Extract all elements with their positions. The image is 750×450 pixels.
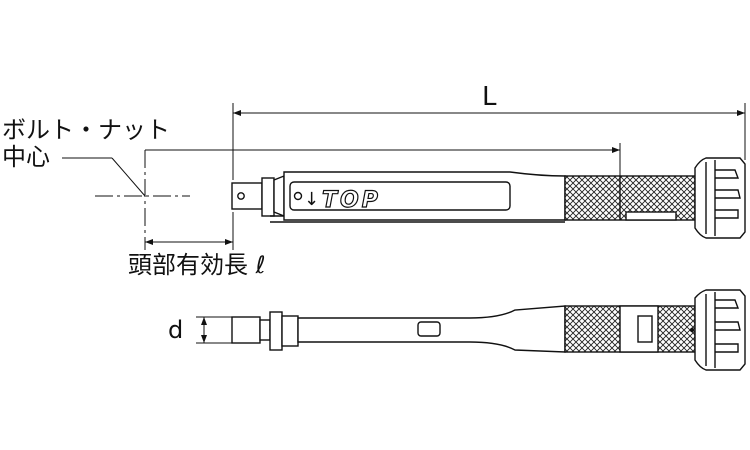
dimension-L bbox=[232, 103, 746, 180]
brand-logo: TOP bbox=[322, 188, 381, 213]
wrench-side-view bbox=[231, 157, 746, 239]
wrench-top-view bbox=[231, 289, 746, 371]
logo-panel bbox=[289, 181, 511, 211]
length-L-label: L bbox=[482, 82, 497, 112]
center-leader bbox=[62, 157, 146, 197]
head-effective-length-label: 頭部有効長 ℓ bbox=[128, 251, 266, 279]
dimension-d bbox=[196, 316, 232, 344]
bolt-nut-label: ボルト・ナット bbox=[2, 116, 170, 144]
brand-arrow-icon: ↓ bbox=[304, 189, 319, 210]
center-label: 中心 bbox=[2, 143, 50, 171]
diameter-d-label: d bbox=[168, 316, 183, 344]
dimension-l-upper bbox=[145, 143, 621, 178]
square-drive-lower bbox=[231, 316, 261, 344]
square-drive bbox=[231, 182, 263, 210]
dimension-head-length bbox=[145, 212, 234, 250]
center-line bbox=[95, 150, 190, 250]
